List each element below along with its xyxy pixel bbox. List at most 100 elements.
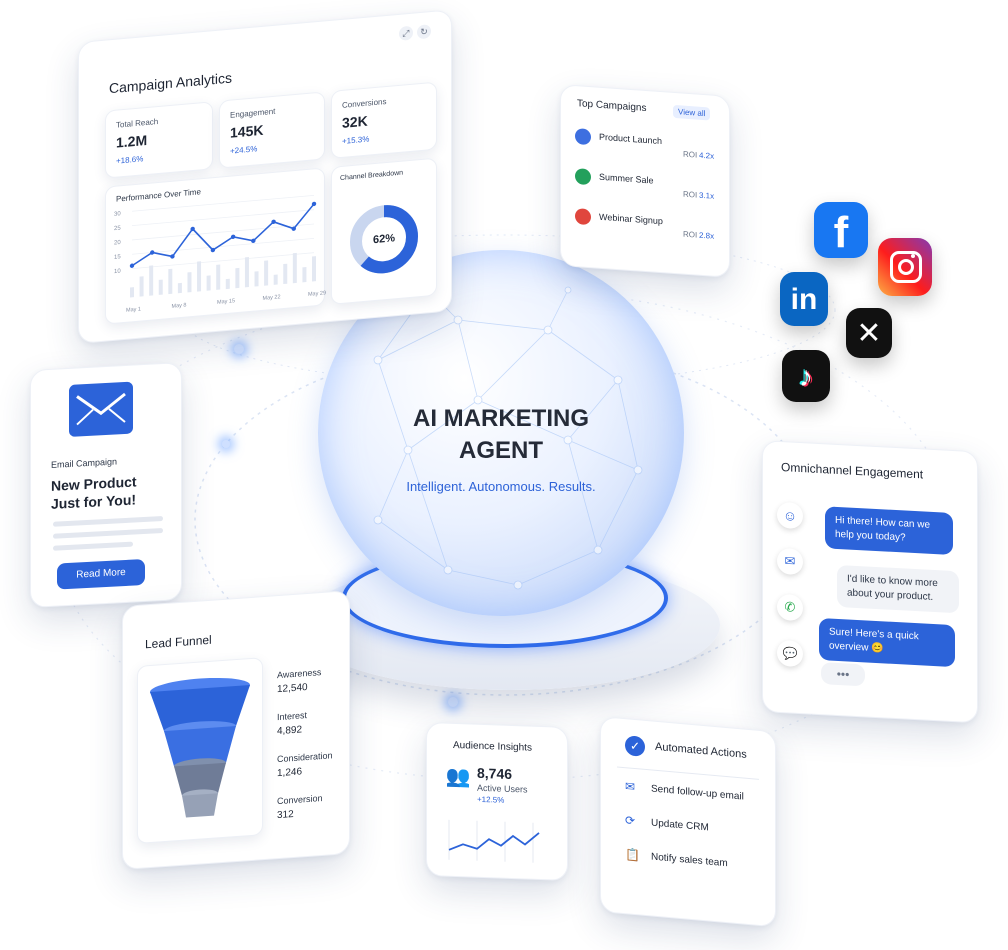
tiktok-icon[interactable]: ♪: [782, 350, 830, 402]
action-item[interactable]: Update CRM: [651, 817, 709, 834]
data-point: [129, 263, 135, 268]
background-bar: [225, 278, 230, 290]
instagram-icon[interactable]: [878, 238, 932, 296]
audience-insights-card: Audience Insights 👥 8,746 Active Users +…: [426, 722, 568, 881]
x-tick-label: May 1: [126, 306, 141, 313]
x-icon[interactable]: ✕: [846, 308, 892, 358]
email-headline-line1: New Product: [51, 473, 137, 494]
automated-actions-card: ✓ Automated Actions ✉ Send follow-up ema…: [600, 716, 776, 928]
background-bar: [302, 267, 307, 283]
stat-card-reach: Total Reach 1.2M +18.6%: [105, 101, 213, 179]
action-item[interactable]: Send follow-up email: [651, 783, 744, 803]
roi-value: 2.8x: [699, 230, 715, 241]
channel-donut-chart: [350, 205, 418, 274]
data-point: [150, 250, 155, 255]
stat-value: 1.2M: [116, 131, 148, 151]
campaign-analytics-card: Campaign Analytics ⤢ ↻ Total Reach 1.2M …: [78, 9, 452, 345]
roi-label: ROI: [683, 229, 698, 240]
hero-tagline: Intelligent. Autonomous. Results.: [406, 479, 596, 494]
stat-label: Conversions: [342, 97, 387, 110]
sphere-network: [373, 286, 643, 590]
audience-change: +12.5%: [477, 794, 505, 805]
stat-value: 32K: [342, 112, 368, 131]
funnel-stage-value: 4,892: [277, 724, 303, 738]
roi-value: 4.2x: [699, 150, 715, 161]
email-headline-line2: Just for You!: [51, 491, 137, 512]
funnel-stage-value: 1,246: [277, 766, 303, 780]
actions-title: Automated Actions: [655, 740, 747, 761]
series-line: [131, 203, 315, 267]
action-item[interactable]: Notify sales team: [651, 851, 728, 870]
stat-value: 145K: [230, 121, 264, 141]
lead-funnel-title: Lead Funnel: [145, 632, 212, 652]
background-bar: [149, 265, 154, 296]
omnichannel-title: Omnichannel Engagement: [781, 459, 924, 482]
funnel-stage-label: Consideration: [277, 750, 333, 765]
x-tick-label: May 22: [263, 294, 281, 302]
roi-value: 3.1x: [699, 190, 715, 201]
y-tick-label: 20: [114, 240, 121, 247]
audience-label: Active Users: [477, 782, 528, 795]
chat-bot-icon[interactable]: ☺: [777, 501, 803, 530]
view-all-link[interactable]: View all: [673, 104, 711, 121]
background-bar: [130, 287, 134, 298]
y-tick-label: 25: [114, 226, 121, 233]
background-bar: [139, 276, 144, 297]
mail-icon: ✉: [625, 779, 636, 795]
funnel-visual-panel: [137, 657, 263, 844]
background-bar: [158, 279, 163, 295]
facebook-icon[interactable]: f: [814, 202, 868, 258]
linkedin-icon[interactable]: in: [780, 272, 828, 326]
email-campaign-card: Email Campaign New Product Just for You!…: [30, 362, 182, 608]
background-bar: [177, 282, 182, 294]
whatsapp-icon[interactable]: ✆: [777, 593, 803, 622]
background-bar: [235, 267, 240, 289]
campaign-icon: [575, 208, 591, 226]
background-bar: [292, 252, 297, 284]
grid-line: [132, 252, 314, 270]
actions-divider: [617, 766, 759, 780]
campaign-name[interactable]: Summer Sale: [599, 171, 654, 186]
lead-funnel-card: Lead Funnel Awareness 12,540 Interest 4,…: [122, 590, 350, 870]
email-channel-icon[interactable]: ✉: [777, 547, 803, 576]
data-point: [311, 201, 317, 207]
grid-line: [132, 223, 314, 241]
grid-line: [132, 209, 314, 227]
data-point: [230, 234, 236, 240]
data-point: [291, 226, 296, 231]
grid-line: [132, 194, 314, 212]
campaign-name[interactable]: Product Launch: [599, 131, 663, 147]
x-tick-label: May 8: [172, 303, 187, 310]
users-icon: 👥: [445, 765, 471, 789]
text-placeholder-line: [53, 541, 133, 551]
audience-sparkline: [448, 819, 540, 863]
typing-indicator: •••: [821, 662, 865, 687]
data-point: [251, 238, 256, 244]
funnel-graphic: [150, 677, 250, 818]
orbit-node: [448, 697, 458, 707]
check-circle-icon: ✓: [625, 735, 645, 757]
stat-label: Total Reach: [116, 116, 159, 130]
background-bar: [197, 261, 202, 292]
chat-message-outgoing: Sure! Here's a quick overview 😊: [819, 617, 955, 668]
campaign-name[interactable]: Webinar Signup: [599, 211, 663, 227]
data-point: [190, 226, 195, 232]
read-more-button[interactable]: Read More: [57, 558, 145, 590]
messenger-icon[interactable]: 💬: [777, 639, 803, 668]
stat-change: +18.6%: [116, 154, 144, 166]
background-bar: [264, 260, 269, 286]
expand-icon[interactable]: ⤢: [399, 25, 413, 41]
stat-card-engagement: Engagement 145K +24.5%: [219, 91, 325, 169]
refresh-icon[interactable]: ↻: [417, 24, 431, 40]
donut-segment: [350, 205, 418, 274]
background-bar: [168, 268, 173, 295]
funnel-stage-label: Conversion: [277, 792, 323, 807]
campaign-icon: [575, 168, 591, 186]
y-tick-label: 10: [114, 269, 121, 276]
chat-message-outgoing: Hi there! How can we help you today?: [825, 506, 953, 556]
x-tick-label: May 15: [217, 298, 235, 306]
hero-title-line1: AI MARKETING: [413, 405, 589, 432]
crm-icon: ⟳: [625, 813, 636, 829]
